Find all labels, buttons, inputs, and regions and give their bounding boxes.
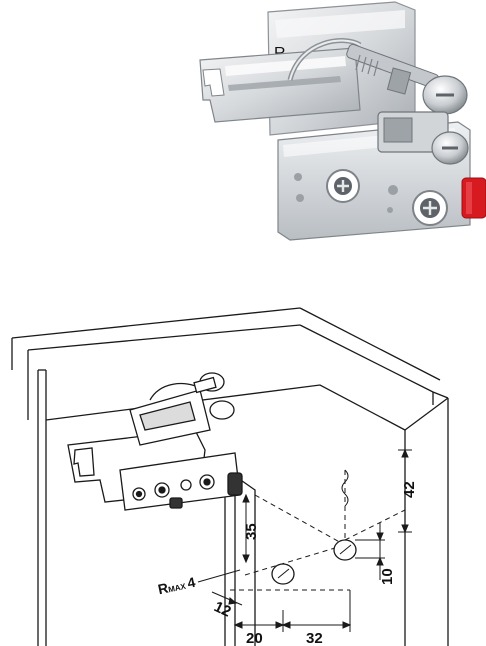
door-panel xyxy=(224,475,256,646)
hinge-bracket-illustration xyxy=(67,372,243,511)
dim-12: 12 xyxy=(211,598,233,620)
cabinet-top-edge xyxy=(11,307,301,339)
lower-adjustment-screw xyxy=(377,111,469,165)
drill-hole-side xyxy=(333,539,357,561)
red-cap xyxy=(461,177,486,219)
dim-rmax: R MAX 4 xyxy=(156,574,196,598)
hinge-arm xyxy=(199,47,361,123)
drill-hole-door xyxy=(271,563,295,585)
screw-hole-right xyxy=(412,190,448,226)
dim-rmax-r: R xyxy=(156,580,169,598)
hinge-bracket-photo: R xyxy=(199,1,486,241)
screw-hole-left xyxy=(326,169,360,203)
dim-42: 42 xyxy=(401,481,418,498)
dim-rmax-value: 4 xyxy=(186,574,197,591)
dim-35: 35 xyxy=(243,523,260,540)
installation-drawing: 42 35 10 12 20 32 R MAX 4 xyxy=(11,307,449,646)
dim-32: 32 xyxy=(306,630,323,646)
dim-rmax-sub: MAX xyxy=(167,582,187,595)
dim-20: 20 xyxy=(246,630,263,646)
small-holes xyxy=(294,173,398,213)
dim-10: 10 xyxy=(379,568,396,585)
